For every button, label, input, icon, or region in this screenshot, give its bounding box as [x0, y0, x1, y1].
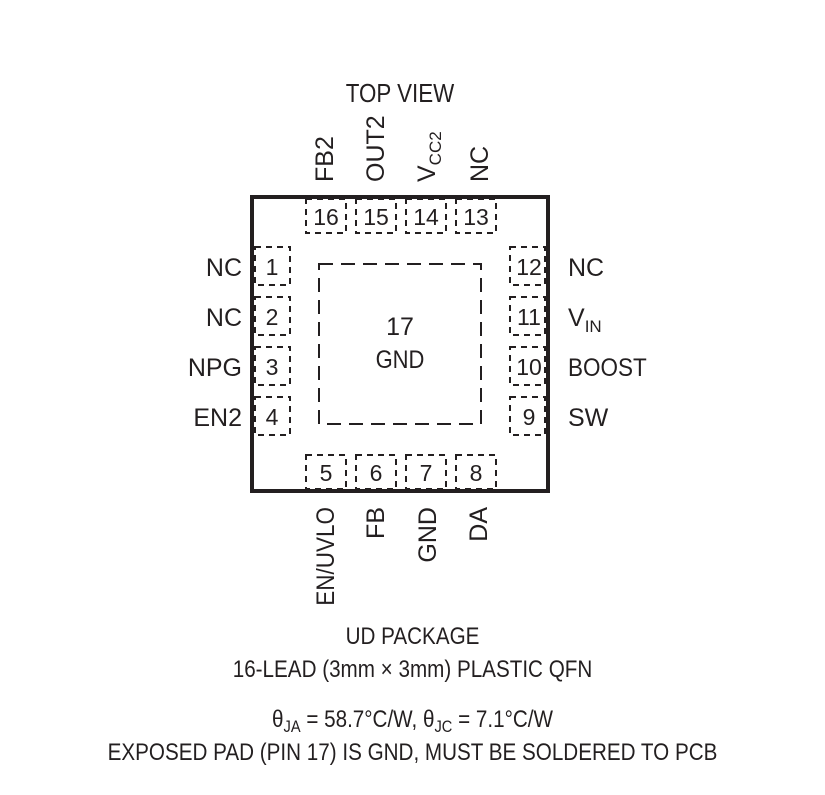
pin-label: VIN — [568, 304, 602, 336]
pin-label: EN/UVLO — [312, 507, 340, 606]
pin-number: 8 — [470, 460, 483, 486]
top-pin-14: 14 VCC2 — [405, 131, 447, 234]
pin-number: 11 — [517, 304, 541, 330]
pin-label: NC — [206, 254, 242, 282]
top-view-label: TOP VIEW — [346, 79, 455, 108]
exposed-pad-label: GND — [376, 346, 425, 374]
pin-label: GND — [414, 507, 442, 563]
pin-label: VCC2 — [413, 131, 445, 182]
package-description: 16-LEAD (3mm × 3mm) PLASTIC QFN — [232, 656, 593, 683]
package-outline — [250, 195, 550, 493]
pin-label: SW — [568, 404, 609, 432]
right-pin-12: 12 NC — [509, 246, 604, 286]
pin-number: 2 — [266, 304, 279, 330]
pin-label: NC — [466, 146, 494, 182]
left-pin-4: 4 EN2 — [193, 396, 291, 436]
pin-number: 4 — [266, 404, 279, 430]
top-pin-15: 15 OUT2 — [355, 115, 397, 234]
pin-label: FB2 — [311, 136, 339, 182]
package-name: UD PACKAGE — [345, 623, 480, 650]
left-pin-3: 3 NPG — [188, 346, 291, 386]
pin-number: 13 — [463, 204, 489, 230]
bottom-pin-5: 5 EN/UVLO — [305, 454, 347, 606]
pin-label: OUT2 — [362, 115, 390, 182]
left-pin-2: 2 NC — [206, 296, 291, 336]
right-pin-11: 11 VIN — [509, 296, 602, 336]
pin-number: 3 — [266, 354, 279, 380]
bottom-pin-8: 8 DA — [455, 454, 497, 542]
pin-label: NC — [568, 254, 604, 282]
bottom-pin-7: 7 GND — [405, 454, 447, 563]
pin-number: 1 — [266, 254, 279, 280]
exposed-pad-number: 17 — [386, 313, 414, 341]
pin-label: DA — [465, 507, 493, 542]
top-pin-13: 13 NC — [455, 146, 497, 234]
exposed-pad-note: EXPOSED PAD (PIN 17) IS GND, MUST BE SOL… — [107, 739, 718, 766]
pin-number: 9 — [523, 404, 536, 430]
top-pin-16: 16 FB2 — [305, 136, 347, 234]
pin-number: 15 — [363, 204, 389, 230]
right-pin-9: 9 SW — [509, 396, 609, 436]
left-pin-1: 1 NC — [206, 246, 291, 286]
pin-label: NC — [206, 304, 242, 332]
right-pin-10: 10 BOOST — [509, 346, 647, 386]
pin-number: 12 — [516, 254, 542, 280]
pin-number: 7 — [420, 460, 433, 486]
bottom-pin-6: 6 FB — [355, 454, 397, 539]
thermal-resistance: θJA = 58.7°C/W, θJC = 7.1°C/W — [272, 706, 553, 736]
pin-label: NPG — [188, 354, 242, 382]
pin-number: 16 — [313, 204, 339, 230]
pin-number: 6 — [370, 460, 383, 486]
exposed-pad-outline — [318, 263, 482, 425]
pin-number: 5 — [320, 460, 333, 486]
pin-label: EN2 — [193, 404, 242, 432]
pin-number: 10 — [516, 354, 542, 380]
pin-number: 14 — [413, 204, 439, 230]
pin-label: BOOST — [568, 354, 647, 382]
pin-label: FB — [362, 507, 390, 539]
